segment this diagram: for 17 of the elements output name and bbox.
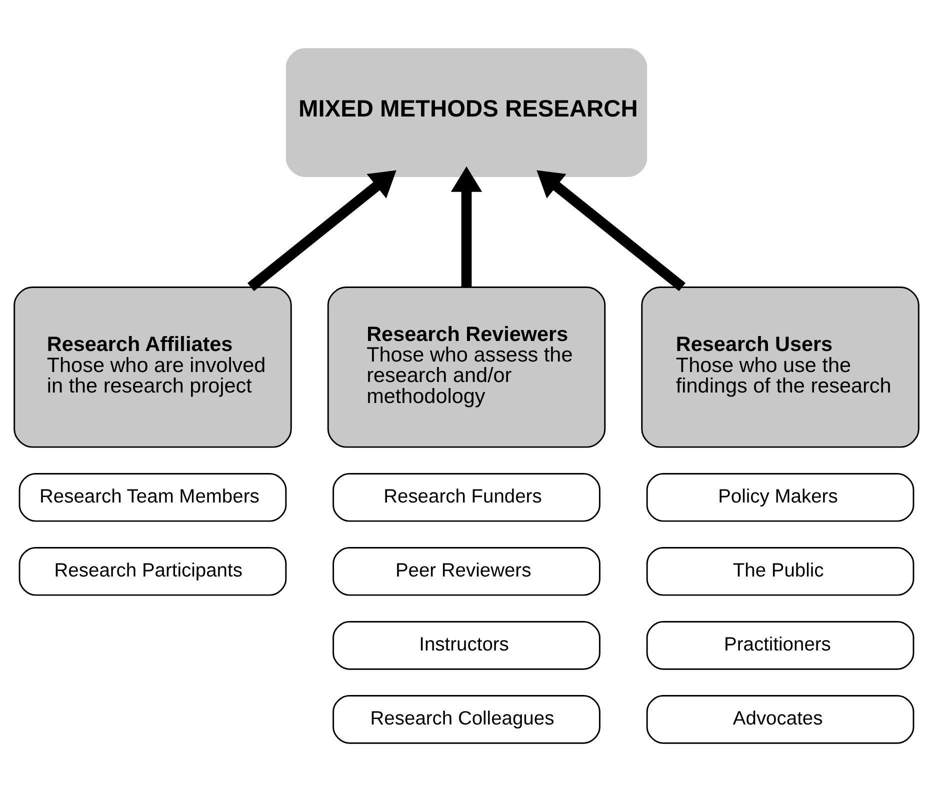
arrow bbox=[450, 166, 482, 286]
node-box: Research Reviewers Those who assess the research and/or methodology bbox=[327, 286, 606, 448]
node-box: Practitioners bbox=[646, 620, 914, 670]
node-box: Research Participants bbox=[18, 546, 287, 596]
node-box: Instructors bbox=[332, 620, 600, 670]
arrow bbox=[536, 170, 686, 291]
node-box: MIXED METHODS RESEARCH bbox=[286, 48, 648, 176]
node-box: Research Funders bbox=[332, 472, 600, 522]
node-box: The Public bbox=[646, 546, 914, 596]
node-box: Research Colleagues bbox=[332, 694, 600, 744]
arrow bbox=[247, 170, 396, 291]
node-box: Policy Makers bbox=[646, 472, 914, 522]
node-box: Research Team Members bbox=[18, 472, 287, 522]
node-box: Peer Reviewers bbox=[332, 546, 600, 596]
node-box: Advocates bbox=[646, 694, 914, 744]
node-box: Research Users Those who use the findings of the research bbox=[641, 286, 920, 448]
node-box: Research Affiliates Those who are involved in the research project bbox=[14, 286, 292, 448]
